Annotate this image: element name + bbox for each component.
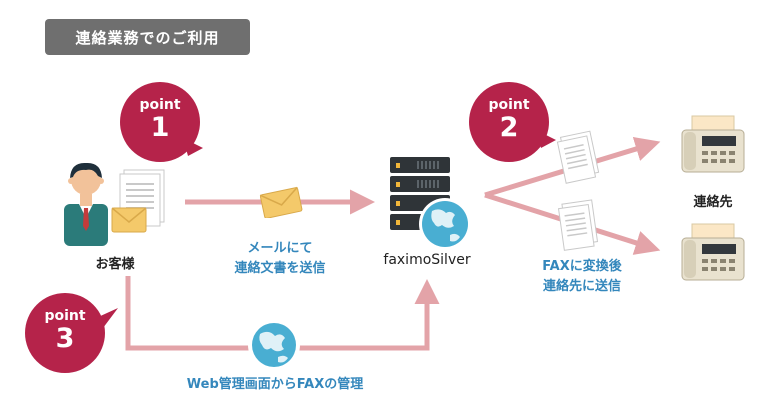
fax-caption-line-2: 連絡先に送信 bbox=[542, 279, 621, 294]
destination-label: 連絡先 bbox=[693, 195, 733, 210]
badge-number: 1 bbox=[150, 112, 170, 143]
web-globe-icon bbox=[248, 319, 300, 371]
badge-number: 2 bbox=[499, 112, 519, 143]
customer-label: お客様 bbox=[95, 257, 135, 272]
envelope-icon bbox=[111, 207, 147, 233]
fax-document-icon-bottom bbox=[557, 199, 599, 251]
fax-machine-icon-top bbox=[681, 115, 745, 173]
mail-envelope-icon bbox=[259, 186, 303, 218]
server-icon bbox=[390, 157, 471, 250]
badge-word: point bbox=[488, 97, 530, 113]
point-badge-2: point 2 bbox=[469, 82, 549, 162]
badge-word: point bbox=[139, 97, 181, 113]
web-caption: Web管理画面からFAXの管理 bbox=[186, 377, 364, 392]
badge-word: point bbox=[44, 308, 86, 324]
badge-number: 3 bbox=[55, 323, 75, 354]
globe-icon bbox=[419, 198, 471, 250]
document-icon bbox=[111, 169, 165, 233]
fax-caption-line-1: FAXに変換後 bbox=[542, 259, 622, 274]
customer-person-icon bbox=[64, 162, 108, 246]
fax-machine-icon-bottom bbox=[681, 223, 745, 281]
fax-caption: FAXに変換後 連絡先に送信 bbox=[522, 257, 642, 297]
mail-caption-line-2: 連絡文書を送信 bbox=[234, 261, 326, 276]
fax-document-icon-top bbox=[556, 130, 600, 184]
server-label: faximoSilver bbox=[383, 252, 471, 268]
point-badge-1: point 1 bbox=[120, 82, 200, 162]
mail-caption-line-1: メールにて bbox=[247, 241, 313, 256]
point-badge-3: point 3 bbox=[25, 293, 105, 373]
mail-caption: メールにて 連絡文書を送信 bbox=[205, 239, 355, 279]
section-title: 連絡業務でのご利用 bbox=[45, 19, 250, 55]
